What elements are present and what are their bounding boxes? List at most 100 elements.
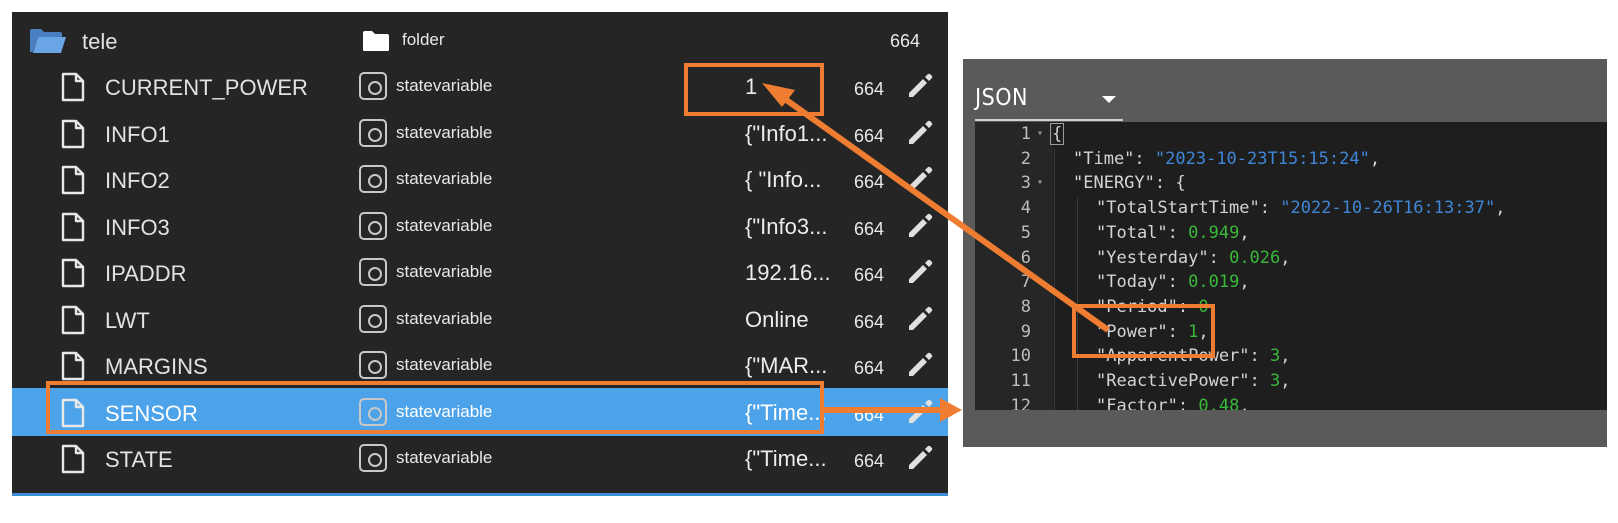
row-type: statevariable [396,402,493,421]
row-type: statevariable [396,76,493,95]
fold-toggle-icon[interactable]: ▾ [1037,177,1044,189]
line-number: 9 [1020,321,1031,342]
json-token: "2023-10-23T15:15:24" [1154,148,1370,169]
line-number: 5 [1020,222,1031,243]
pencil-icon[interactable] [906,444,934,477]
row-permissions: 664 [854,126,885,146]
row-name: CURRENT_POWER [105,75,308,100]
code-line: "Yesterday": 0.026, [1096,248,1291,268]
pencil-icon[interactable] [906,212,934,245]
row-value: {"Time... [745,446,827,471]
json-token: : [1249,346,1271,367]
code-line: "Power": 1, [1096,322,1209,342]
line-number: 6 [1020,247,1031,268]
json-editor-scrollbar[interactable] [975,410,1607,447]
format-select-label: JSON [975,85,1028,111]
pencil-icon[interactable] [906,305,934,338]
line-number: 1 [1020,124,1031,144]
statevariable-icon [359,119,387,147]
file-icon [61,258,85,293]
json-token: : [1167,222,1189,243]
json-token: , [1495,198,1506,219]
row-name: STATE [105,447,173,472]
json-token: : [1167,321,1189,342]
line-number: 11 [1010,371,1031,391]
json-token: "2022-10-26T16:13:37" [1280,198,1496,219]
json-token: , [1280,247,1291,268]
json-token: "Time" [1073,148,1135,169]
code-line: "Total": 0.949, [1096,223,1250,243]
json-token: 1 [1188,321,1199,342]
row-permissions: 664 [854,451,885,471]
code-line: "ENERGY": { [1073,173,1186,193]
json-token: : [1167,272,1189,293]
json-token: "Today" [1096,272,1168,293]
pencil-icon[interactable] [906,398,934,431]
json-token: , [1198,321,1209,342]
pencil-icon[interactable] [906,72,934,105]
pencil-icon[interactable] [906,351,934,384]
row-permissions: 664 [854,265,885,285]
file-icon [61,72,85,107]
code-line: "Period": 0, [1096,297,1219,317]
json-token: "Power" [1096,321,1168,342]
row-name: INFO1 [105,122,170,147]
statevariable-icon [359,305,387,333]
json-token: : [1177,395,1199,410]
json-token: 0.949 [1188,222,1240,243]
file-icon [61,398,85,433]
json-token: { [1050,123,1065,145]
statevariable-icon [359,72,387,100]
json-token: : [1208,247,1230,268]
code-line: "Today": 0.019, [1096,272,1250,292]
row-type: statevariable [396,309,493,328]
code-line: "ReactivePower": 3, [1096,371,1291,391]
json-token: , [1280,371,1291,391]
line-number: 4 [1020,198,1031,219]
line-number: 12 [1010,395,1031,410]
json-token: 3 [1270,371,1281,391]
pencil-icon[interactable] [906,258,934,291]
json-token: "ReactivePower" [1096,371,1250,391]
json-token: , [1208,296,1219,317]
row-value: Online [745,307,809,332]
pencil-icon[interactable] [906,119,934,152]
indent-guide [1054,148,1055,410]
chevron-down-icon [1102,96,1116,103]
pencil-icon[interactable] [906,165,934,198]
statevariable-icon [359,351,387,379]
json-token: "ApparentPower" [1096,346,1250,367]
row-permissions: 664 [854,312,885,332]
row-value: {"Info3... [745,214,828,239]
folder-open-icon [29,28,67,59]
json-token: "ENERGY" [1073,173,1155,194]
row-value: {"Info1... [745,121,828,146]
row-name: SENSOR [105,401,198,426]
folder-permissions: 664 [890,31,921,51]
row-name: INFO3 [105,215,170,240]
row-value: 1 [745,74,758,99]
statevariable-icon [359,398,387,426]
fold-toggle-icon[interactable]: ▾ [1037,128,1044,139]
line-number: 7 [1020,272,1031,293]
code-line: { [1050,123,1065,145]
statevariable-icon [359,212,387,240]
json-token: : { [1154,173,1186,194]
row-value: {"Time... [745,400,827,425]
json-token: , [1280,346,1291,367]
format-select[interactable]: JSON [975,81,1123,121]
json-token: , [1239,395,1250,410]
